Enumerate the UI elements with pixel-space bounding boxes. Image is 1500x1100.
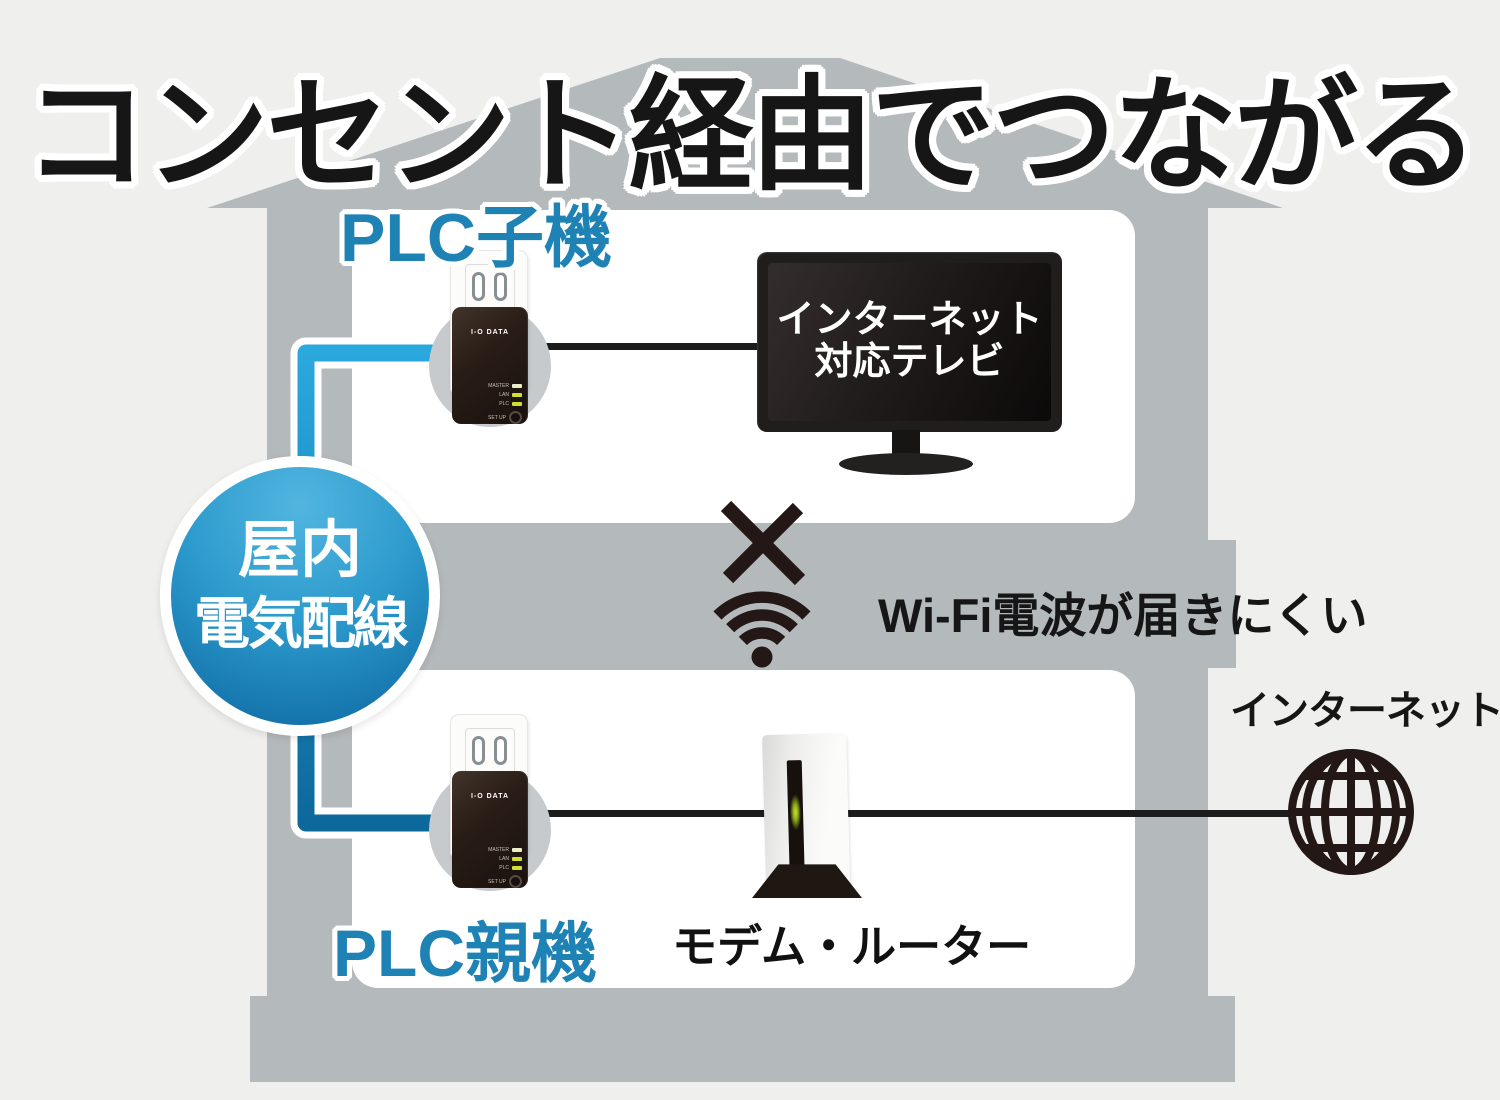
plc-adapter-device: I-O DATA MASTER LAN PLC SET UP: [452, 307, 528, 424]
setup-button: [509, 875, 522, 888]
led-indicator: [512, 384, 522, 388]
plc-parent-unit: I-O DATA MASTER LAN PLC SET UP: [427, 714, 557, 904]
plc-parent-label: PLC親機: [333, 916, 597, 990]
led-row-lan: LAN: [452, 392, 522, 398]
setup-button-label: SET UP: [488, 414, 506, 421]
plc-child-label: PLC子機: [340, 200, 613, 276]
wifi-arc-inner: [738, 627, 786, 646]
led-row-plc: PLC: [452, 865, 522, 871]
tv-label-line1: インターネット: [776, 299, 1043, 342]
badge-text-line2: 電気配線: [194, 592, 409, 655]
wifi-dot: [751, 646, 773, 668]
badge-text-line1: 屋内: [237, 516, 362, 585]
indoor-wiring-badge: 屋内 電気配線: [160, 456, 440, 736]
led-row-master: MASTER: [452, 847, 522, 853]
outlet-slot-right: [494, 272, 507, 301]
led-row-master: MASTER: [452, 383, 522, 389]
tv-label-line2: 対応テレビ: [814, 341, 1005, 383]
led-row-plc: PLC: [452, 401, 522, 407]
setup-button-row: SET UP: [452, 411, 522, 424]
setup-button: [509, 411, 522, 424]
led-indicator: [512, 857, 522, 861]
led-label: PLC: [499, 865, 509, 871]
router-led-glow: [789, 794, 802, 831]
internet-globe-icon: [1288, 749, 1414, 875]
outlet-slot-left: [472, 736, 485, 765]
page-title: コンセント経由でつながる: [23, 67, 1479, 205]
modem-router-label: モデム・ルーター: [672, 921, 1032, 972]
floor-band-step: [1208, 540, 1236, 668]
led-row-lan: LAN: [452, 856, 522, 862]
plc-child-unit: I-O DATA MASTER LAN PLC SET UP: [427, 250, 557, 440]
internet-label: インターネット: [1230, 689, 1500, 733]
setup-button-label: SET UP: [488, 878, 506, 885]
led-label: PLC: [499, 401, 509, 407]
tv-stand-base: [839, 453, 973, 475]
led-label: LAN: [499, 392, 509, 398]
router-body: [762, 732, 850, 888]
internet-tv: インターネット 対応テレビ: [757, 252, 1062, 432]
outlet-slot-right: [494, 736, 507, 765]
led-indicator: [512, 402, 522, 406]
led-label: MASTER: [488, 847, 509, 853]
wifi-arc-outer: [713, 591, 811, 620]
modem-router: [750, 726, 865, 906]
led-indicator: [512, 393, 522, 397]
brand-logo: I-O DATA: [470, 329, 510, 336]
led-label: LAN: [499, 856, 509, 862]
tv-screen: インターネット 対応テレビ: [768, 263, 1051, 421]
wifi-blocked-icon: [713, 500, 811, 668]
lan-cable-upper: [527, 343, 759, 350]
led-label: MASTER: [488, 383, 509, 389]
outlet-slot-left: [472, 272, 485, 301]
led-indicator: [512, 866, 522, 870]
led-indicator: [512, 848, 522, 852]
plc-adapter-device: I-O DATA MASTER LAN PLC SET UP: [452, 771, 528, 888]
wifi-arc-middle: [726, 609, 798, 633]
house-foundation: [250, 996, 1235, 1082]
x-mark-stroke2: [722, 502, 804, 584]
wifi-caption: Wi-Fi電波が届きにくい: [878, 589, 1368, 642]
brand-logo: I-O DATA: [470, 793, 510, 800]
lan-cable-lower: [527, 810, 1293, 817]
setup-button-row: SET UP: [452, 875, 522, 888]
